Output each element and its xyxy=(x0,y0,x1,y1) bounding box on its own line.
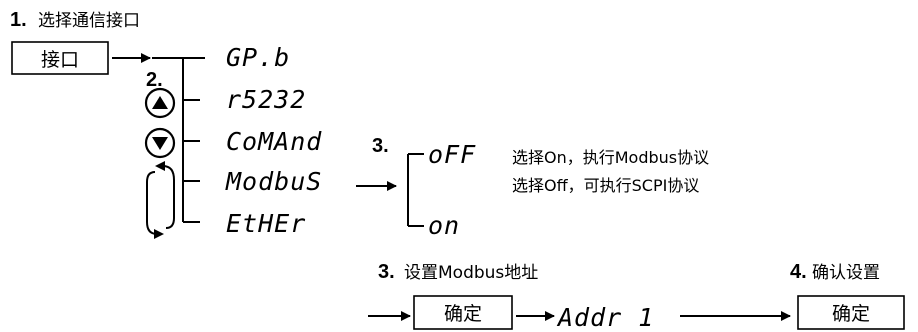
modbus-option-off: oFF xyxy=(428,140,476,169)
step1-title: 选择通信接口 xyxy=(38,11,140,31)
option-command: CoMAnd xyxy=(226,127,322,156)
option-ethernet: EtHEr xyxy=(226,209,306,238)
up-arrow-button-icon[interactable] xyxy=(144,87,176,119)
option-rs232: r5232 xyxy=(226,85,306,114)
confirm-key-button-1[interactable]: 确定 xyxy=(413,295,513,330)
step3b-number: 3. xyxy=(378,261,395,283)
modbus-option-on: on xyxy=(428,211,460,240)
down-arrow-button-icon[interactable] xyxy=(144,127,176,159)
confirm-key-label-1: 确定 xyxy=(444,303,482,325)
addr-display: Addr 1 xyxy=(556,303,654,332)
step4-title: 确认设置 xyxy=(812,263,880,283)
note-on: 选择On，执行Modbus协议 xyxy=(512,148,709,167)
step3a-number: 3. xyxy=(372,135,389,157)
interface-key-button[interactable]: 接口 xyxy=(11,41,109,75)
step1-number: 1. xyxy=(10,9,27,31)
cycle-arrow-icon xyxy=(146,161,175,239)
option-tree-bracket xyxy=(152,57,205,223)
confirm-key-button-2[interactable]: 确定 xyxy=(797,295,905,330)
interface-key-label: 接口 xyxy=(41,49,79,71)
confirm-key-label-2: 确定 xyxy=(832,303,870,325)
note-off: 选择Off，可执行SCPI协议 xyxy=(512,176,699,195)
step3b-title: 设置Modbus地址 xyxy=(404,263,538,283)
option-modbus: ModbuS xyxy=(225,167,322,196)
modbus-choice-bracket xyxy=(407,153,424,227)
step4-number: 4. xyxy=(790,261,807,283)
step2-number: 2. xyxy=(146,69,163,91)
option-gpib: GP.b xyxy=(226,43,290,72)
